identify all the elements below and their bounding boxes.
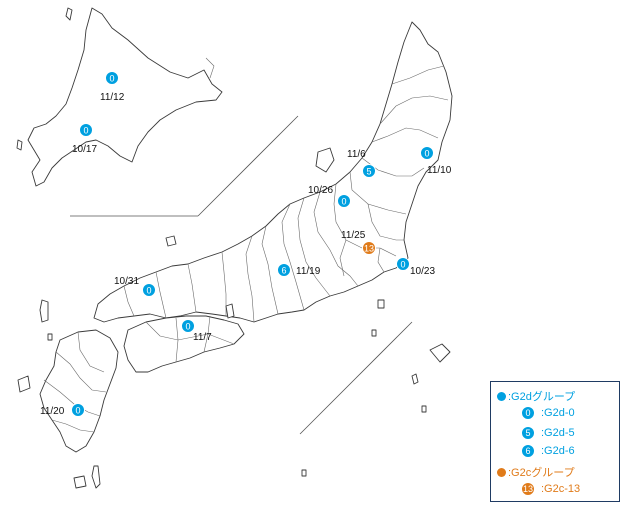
legend-item-g2c-13: 13 :G2c-13 (521, 482, 580, 496)
marker-date-shikoku: 11/7 (193, 332, 212, 343)
legend-box: :G2dグループ 0 :G2d-0 5 :G2d-5 6 :G2d-6 :G2c… (490, 381, 620, 502)
marker-circle-kanto-coast (396, 257, 410, 271)
legend-badge-g2d-6: 6 (521, 444, 535, 458)
okushiri-island (16, 139, 23, 151)
map-marker-tohoku-west: 511/6 (347, 149, 376, 178)
marker-date-hokkaido-north: 11/12 (100, 92, 125, 103)
legend-group-g2d: :G2dグループ (497, 388, 575, 404)
marker-circle-shikoku (181, 319, 195, 333)
map-marker-hokkaido-south: 0 10/17 (72, 123, 97, 155)
marker-label-hokkaido-north: 0 (109, 74, 114, 84)
marker-label-hokuriku: 0 (341, 197, 346, 207)
okinawa-islands (411, 373, 419, 385)
marker-circle-chubu (277, 263, 291, 277)
tsushima-island (39, 299, 49, 323)
marker-circle-chugoku (142, 283, 156, 297)
legend-group-g2c-label: :G2cグループ (508, 467, 575, 479)
map-marker-chugoku: 0 10/31 (114, 276, 156, 297)
legend-group-g2d-label: :G2dグループ (508, 391, 576, 403)
marker-circle-hokkaido-south (79, 123, 93, 137)
marker-label-hokkaido-south: 0 (83, 126, 88, 136)
marker-date-kanto-coast: 10/23 (410, 266, 435, 277)
marker-circle-kyushu (71, 403, 85, 417)
marker-circle-tohoku-west (362, 164, 376, 178)
legend-group-g2c: :G2cグループ (497, 464, 575, 480)
hachijo-island (371, 329, 377, 337)
marker-label-tohoku-east: 0 (424, 149, 429, 159)
rebun-island (65, 7, 73, 21)
izu-oshima-island (377, 299, 385, 309)
yakushima-island (73, 475, 87, 489)
marker-date-chugoku: 10/31 (114, 276, 139, 287)
map-marker-chubu: 6 11/19 (277, 263, 321, 277)
g2d-dot-icon (497, 391, 506, 401)
marker-date-kanto-inland: 11/25 (341, 230, 366, 241)
marker-label-kyushu: 0 (75, 406, 80, 416)
marker-date-kyushu: 11/20 (40, 406, 65, 417)
marker-date-hokkaido-south: 10/17 (72, 144, 97, 155)
iki-island (47, 333, 53, 341)
marker-date-chubu: 11/19 (296, 266, 321, 277)
legend-item-g2d-0: 0 :G2d-0 (521, 406, 575, 420)
legend-badge-g2c-13: 13 (521, 482, 535, 496)
marker-circle-hokkaido-north (105, 71, 119, 85)
map-marker-hokkaido-north: 0 11/12 (100, 71, 125, 103)
inset-divider-bottom (299, 321, 413, 435)
map-marker-kanto-coast: 0 10/23 (396, 257, 435, 277)
legend-label-g2c-13: :G2c-13 (541, 483, 581, 495)
marker-label-kanto-coast: 0 (400, 260, 405, 270)
inset-divider-top (197, 115, 299, 217)
marker-label-kanto-inland: 13 (364, 244, 374, 254)
g2c-dot-icon (497, 467, 506, 477)
marker-date-hokuriku: 10/26 (308, 185, 333, 196)
map-marker-kanto-inland: 13 11/25 (341, 230, 376, 255)
remote-island-b (301, 469, 307, 477)
map-marker-kyushu: 0 11/20 (40, 403, 85, 417)
marker-date-tohoku-west: 11/6 (347, 149, 366, 160)
goto-islands (17, 375, 31, 393)
marker-circle-tohoku-east (420, 146, 434, 160)
map-marker-tohoku-east: 0 11/10 (420, 146, 452, 176)
legend-label-g2d-6: :G2d-6 (541, 445, 575, 457)
marker-label-chugoku: 0 (146, 286, 151, 296)
marker-label-shikoku: 0 (185, 322, 190, 332)
marker-circle-hokuriku (337, 194, 351, 208)
kyushu-island (39, 329, 119, 453)
marker-label-chubu: 6 (281, 266, 286, 276)
awaji-island (225, 303, 235, 319)
marker-circle-kanto-inland (362, 241, 376, 255)
legend-badge-g2d-0: 0 (521, 406, 535, 420)
tanegashima-island (91, 465, 101, 489)
sado-island (315, 147, 335, 173)
legend-label-g2d-0: :G2d-0 (541, 407, 575, 419)
legend-item-g2d-5: 5 :G2d-5 (521, 426, 575, 440)
marker-layer: 0 11/12 0 10/17 0 11/10 511/6 0 10/26 13 11/25 0 10/… (40, 71, 452, 417)
ogasawara-islands (429, 343, 451, 363)
hokkaido-island (27, 7, 223, 187)
legend-item-g2d-6: 6 :G2d-6 (521, 444, 575, 458)
marker-label-tohoku-west: 5 (366, 167, 371, 177)
remote-island-a (421, 405, 427, 413)
legend-badge-g2d-5: 5 (521, 426, 535, 440)
marker-date-tohoku-east: 11/10 (427, 165, 452, 176)
map-marker-hokuriku: 0 10/26 (308, 185, 351, 208)
map-marker-shikoku: 011/7 (181, 319, 212, 343)
oki-islands (165, 235, 177, 247)
legend-label-g2d-5: :G2d-5 (541, 427, 575, 439)
